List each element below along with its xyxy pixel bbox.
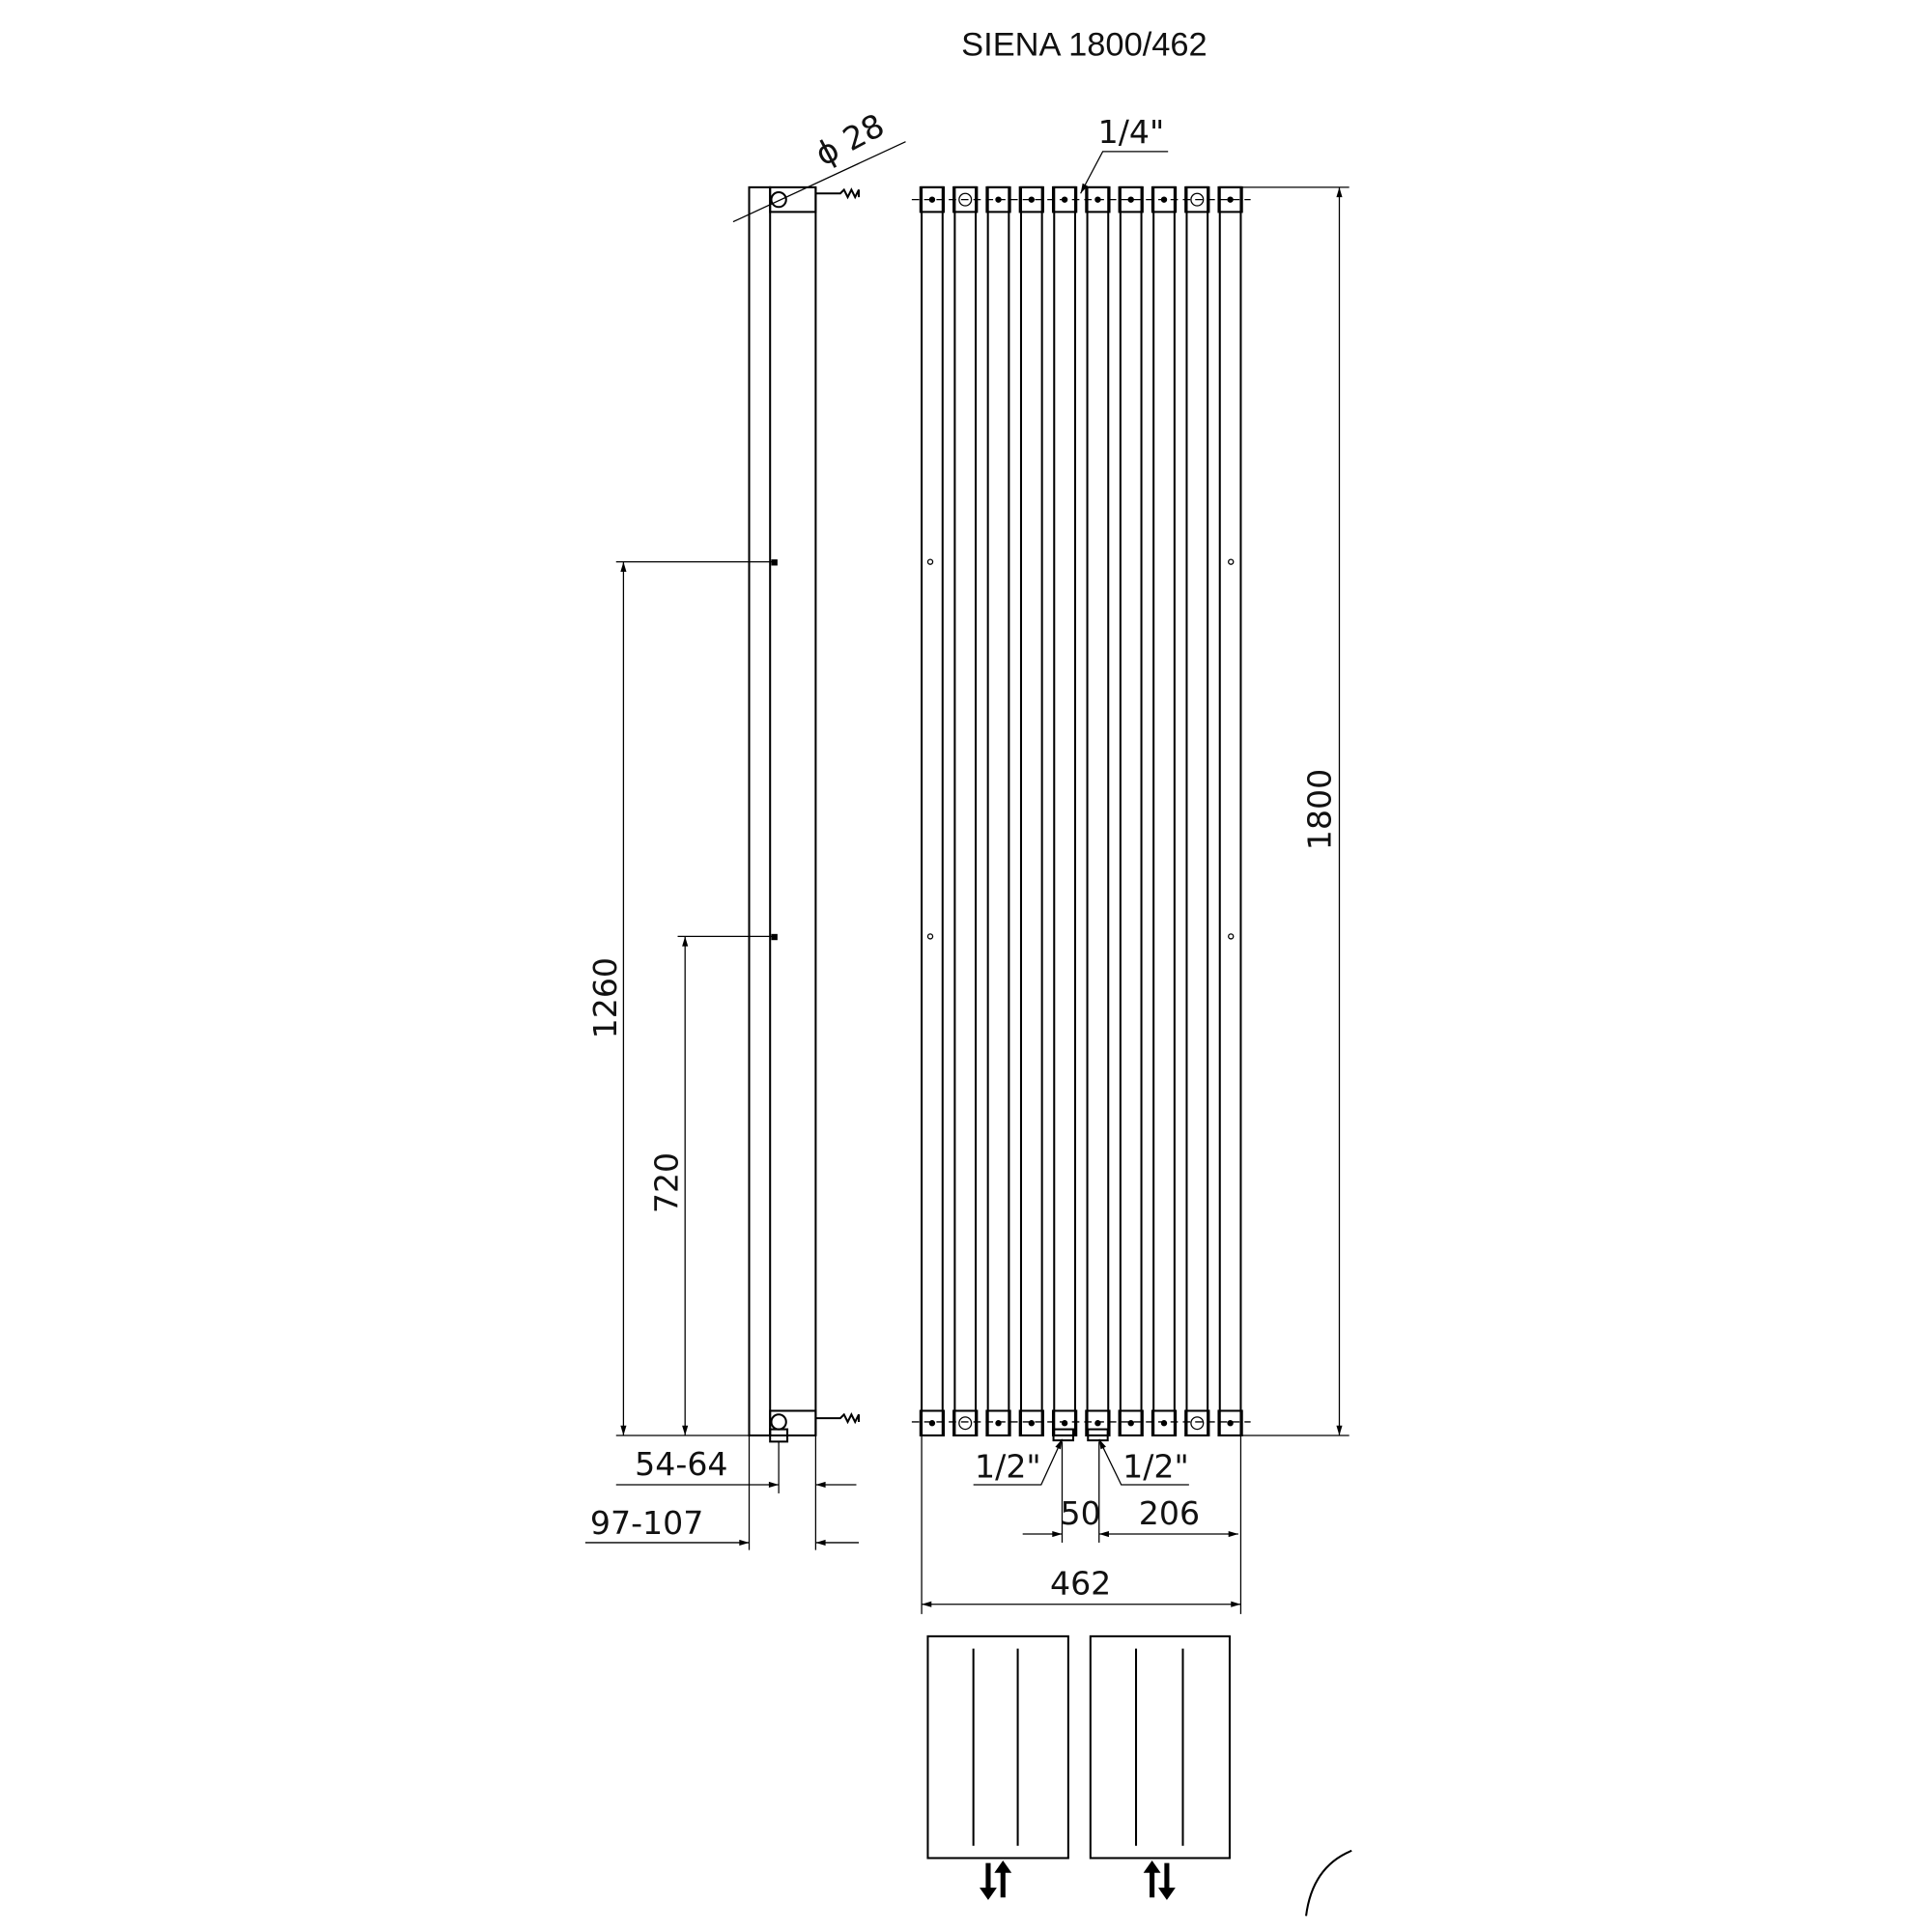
thread-vent-label: 1/4" xyxy=(1098,113,1165,151)
radiator-tube xyxy=(921,185,944,1436)
dim-50: 50 xyxy=(1061,1494,1101,1532)
header-plug xyxy=(1094,1420,1101,1427)
dim-206: 206 xyxy=(1139,1494,1200,1532)
tube-header xyxy=(919,1409,946,1436)
arc-mark xyxy=(1305,1849,1352,1917)
radiator-tube xyxy=(1053,185,1076,1436)
tube-header xyxy=(952,1409,979,1436)
header-plug xyxy=(1094,196,1101,203)
tube-header xyxy=(1184,185,1210,213)
flow-arrows-icon xyxy=(1143,1861,1176,1900)
tube-header xyxy=(1051,185,1078,213)
dimension-lines xyxy=(584,151,1350,1614)
header-plug xyxy=(1227,1420,1234,1427)
tube-header xyxy=(1085,1409,1111,1436)
dim-97-107: 97-107 xyxy=(590,1504,703,1542)
tube-header xyxy=(1217,185,1243,213)
radiator-tube xyxy=(1119,185,1143,1436)
header-plug xyxy=(958,1416,973,1431)
tube-header xyxy=(1118,1409,1144,1436)
header-plug xyxy=(1061,1420,1068,1427)
dim-462: 462 xyxy=(1050,1565,1111,1603)
tube-header xyxy=(952,185,979,213)
tube-header xyxy=(985,1409,1011,1436)
dim-1800: 1800 xyxy=(1301,769,1339,850)
header-plug xyxy=(1028,196,1036,203)
tube-header xyxy=(1085,185,1111,213)
header-plug xyxy=(928,1420,936,1427)
side-view xyxy=(615,141,906,1443)
connection-schematic-right xyxy=(1089,1634,1231,1900)
header-plug xyxy=(995,1420,1002,1427)
header-plug xyxy=(1227,196,1234,203)
tube-header xyxy=(919,185,946,213)
flow-arrows-icon xyxy=(980,1861,1012,1900)
tube-header xyxy=(985,185,1011,213)
radiator-tube xyxy=(986,185,1010,1436)
dim-720: 720 xyxy=(648,1152,686,1213)
drawing-title: SIENA 1800/462 xyxy=(961,26,1208,63)
header-plug xyxy=(1061,196,1068,203)
header-plug xyxy=(1190,1416,1205,1431)
front-view xyxy=(911,185,1251,1442)
pipe-diameter-label: ϕ 28 xyxy=(809,106,890,173)
radiator-tube xyxy=(1086,185,1110,1436)
header-plug xyxy=(1127,196,1134,203)
tube-header xyxy=(1118,185,1144,213)
tube-header xyxy=(1151,185,1178,213)
radiator-tube xyxy=(1152,185,1176,1436)
header-plug xyxy=(928,196,936,203)
tube-header xyxy=(1051,1409,1078,1436)
thread-inlet-right-label: 1/2" xyxy=(1122,1447,1189,1485)
thread-inlet-left-label: 1/2" xyxy=(975,1447,1041,1485)
tube-header xyxy=(1018,185,1044,213)
radiator-tube xyxy=(1019,185,1043,1436)
header-plug xyxy=(1127,1420,1134,1427)
header-plug xyxy=(1028,1420,1036,1427)
connection-schematic-left xyxy=(926,1634,1069,1900)
header-plug xyxy=(1160,1420,1168,1427)
tube-header xyxy=(1151,1409,1178,1436)
tube-header xyxy=(1184,1409,1210,1436)
tube-header xyxy=(1018,1409,1044,1436)
header-plug xyxy=(995,196,1002,203)
radiator-tube xyxy=(1185,185,1209,1436)
header-plug xyxy=(1190,192,1205,207)
header-plug xyxy=(958,192,973,207)
header-plug xyxy=(1160,196,1168,203)
radiator-tube xyxy=(1218,185,1242,1436)
dim-54-64: 54-64 xyxy=(635,1445,727,1483)
tube-header xyxy=(1217,1409,1243,1436)
radiator-tube xyxy=(953,185,978,1436)
dim-1260: 1260 xyxy=(586,957,624,1038)
